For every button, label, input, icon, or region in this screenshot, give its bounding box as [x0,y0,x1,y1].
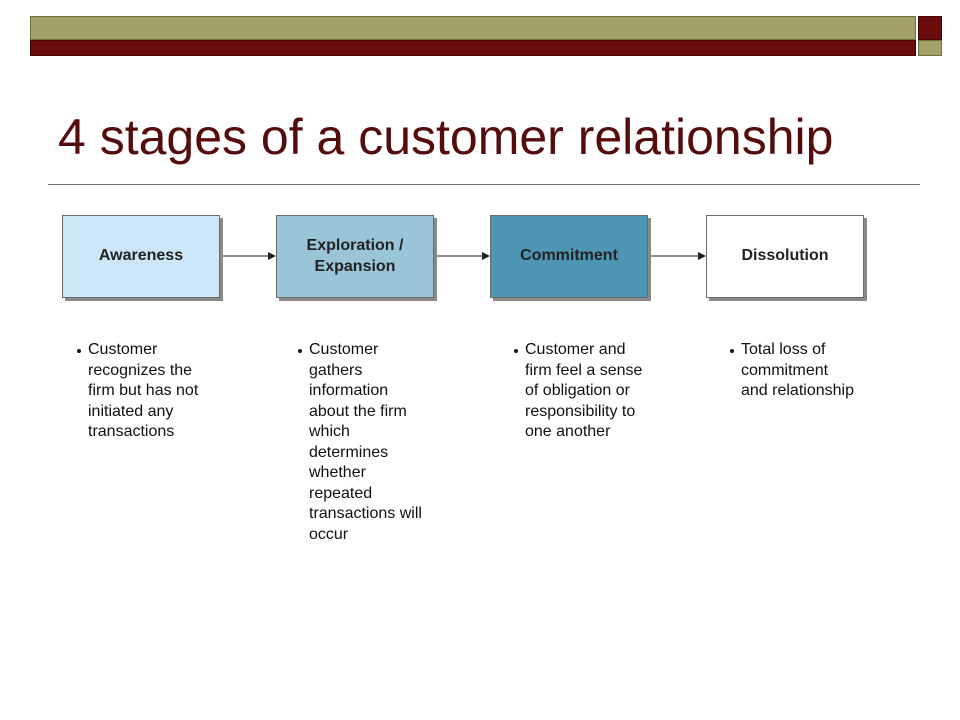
header-bar-red [30,40,916,56]
stage-label: Commitment [520,247,618,265]
stage-description-dissolution: Total loss of commitment and relationshi… [729,340,859,402]
stage-description-commitment: Customer and firm feel a sense of obliga… [513,340,653,443]
description-bullet: Customer recognizes the firm but has not… [76,340,206,443]
header-bar-olive [30,16,916,40]
description-bullet: Total loss of commitment and relationshi… [729,340,859,402]
stage-label: Exploration / Expansion [306,236,404,275]
stage-label: Dissolution [741,247,829,265]
stage-box-commitment: Commitment [490,215,648,298]
description-bullet: Customer and firm feel a sense of obliga… [513,340,653,443]
header-square-olive [918,40,942,56]
header-square-red [918,16,942,40]
description-bullet: Customer gathers information about the f… [297,340,427,545]
stage-description-exploration-expansion: Customer gathers information about the f… [297,340,427,545]
title-divider [48,184,920,185]
stage-label: Awareness [98,247,184,265]
stage-box-awareness: Awareness [62,215,220,298]
slide-title: 4 stages of a customer relationship [58,109,834,165]
stage-box-exploration-expansion: Exploration / Expansion [276,215,434,298]
stage-box-dissolution: Dissolution [706,215,864,298]
stage-description-awareness: Customer recognizes the firm but has not… [76,340,206,443]
